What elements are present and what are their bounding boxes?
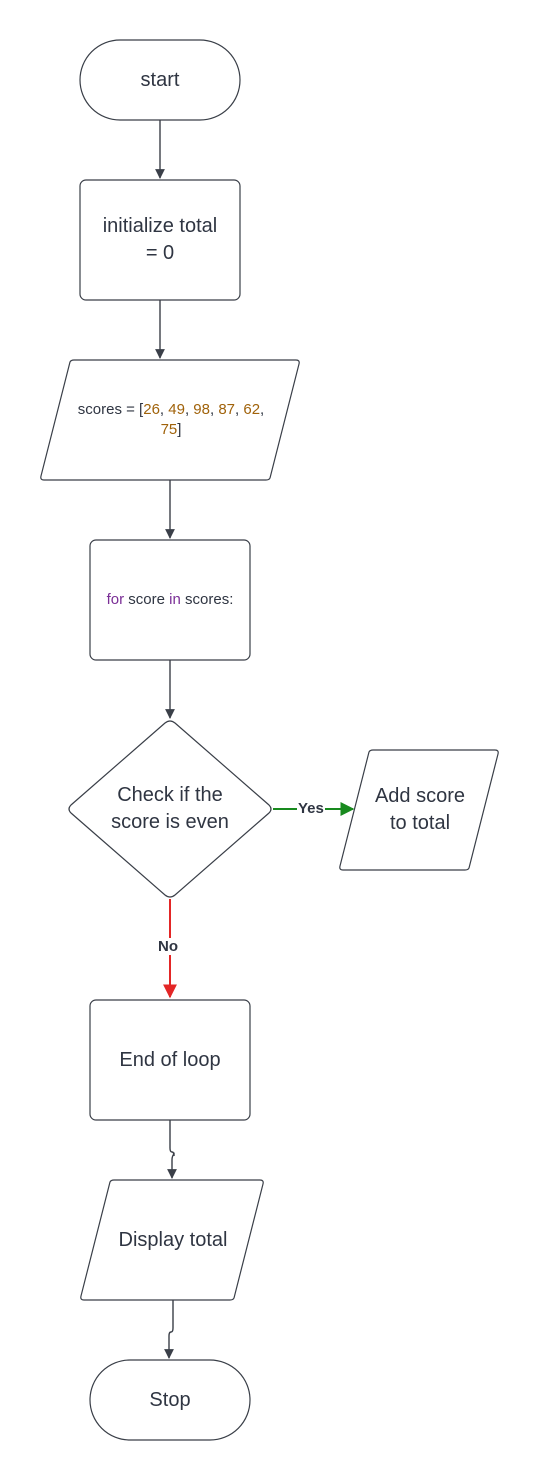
add-label: Add score to total (352, 750, 488, 870)
start-label: start (80, 40, 240, 120)
init-label: initialize total = 0 (80, 180, 240, 300)
scores-value-4: 87 (218, 400, 236, 418)
scores-sep-3: , (209, 400, 219, 418)
yes-edge-label: Yes (297, 800, 325, 817)
scores-io (40, 359, 300, 481)
scores-sep-5: , (260, 400, 265, 418)
loop-label: for score in scores: (90, 540, 250, 660)
scores-value-5: 62 (243, 400, 261, 418)
scores-label: scores = [26, 49, 98, 87, 62, 75] (58, 372, 284, 468)
check-decision (68, 720, 272, 898)
stop-label: Stop (90, 1360, 250, 1440)
scores-value-1: 26 (143, 400, 160, 418)
scores-value-6: 75 (160, 421, 178, 438)
edge-display-stop (164, 1300, 174, 1359)
loop-keyword-for: for (106, 590, 125, 608)
display-label: Display total (84, 1180, 262, 1300)
display-text: Display total (118, 1228, 228, 1251)
no-edge-label: No (157, 938, 179, 955)
start-text: start (140, 68, 180, 91)
loop-keyword-in: in (169, 590, 181, 608)
scores-sep-1: , (159, 400, 169, 418)
add-io (339, 749, 499, 871)
scores-suffix: ] (177, 421, 182, 438)
loop-end: scores: (180, 590, 234, 608)
scores-value-3: 98 (193, 400, 210, 418)
loop-text: for score in scores: (107, 590, 234, 610)
stop-text: Stop (149, 1388, 191, 1411)
stop-terminal (89, 1359, 251, 1441)
scores-prefix: scores = [ (77, 400, 144, 418)
end-loop-text: End of loop (119, 1048, 221, 1071)
init-text: initialize total = 0 (102, 215, 218, 264)
scores-value-2: 49 (168, 400, 185, 418)
scores-text: scores = [26, 49, 98, 87, 62, 75] (58, 400, 284, 441)
end-loop-label: End of loop (90, 1000, 250, 1120)
add-text: Add score to total (374, 785, 466, 834)
scores-sep-2: , (184, 400, 194, 418)
scores-sep-4: , (235, 400, 244, 418)
check-text: Check if the score is even (111, 784, 229, 833)
loop-mid: score (124, 590, 170, 608)
display-io (80, 1179, 264, 1301)
edge-endloop-display (167, 1120, 177, 1179)
check-label: Check if the score is even (80, 760, 260, 858)
